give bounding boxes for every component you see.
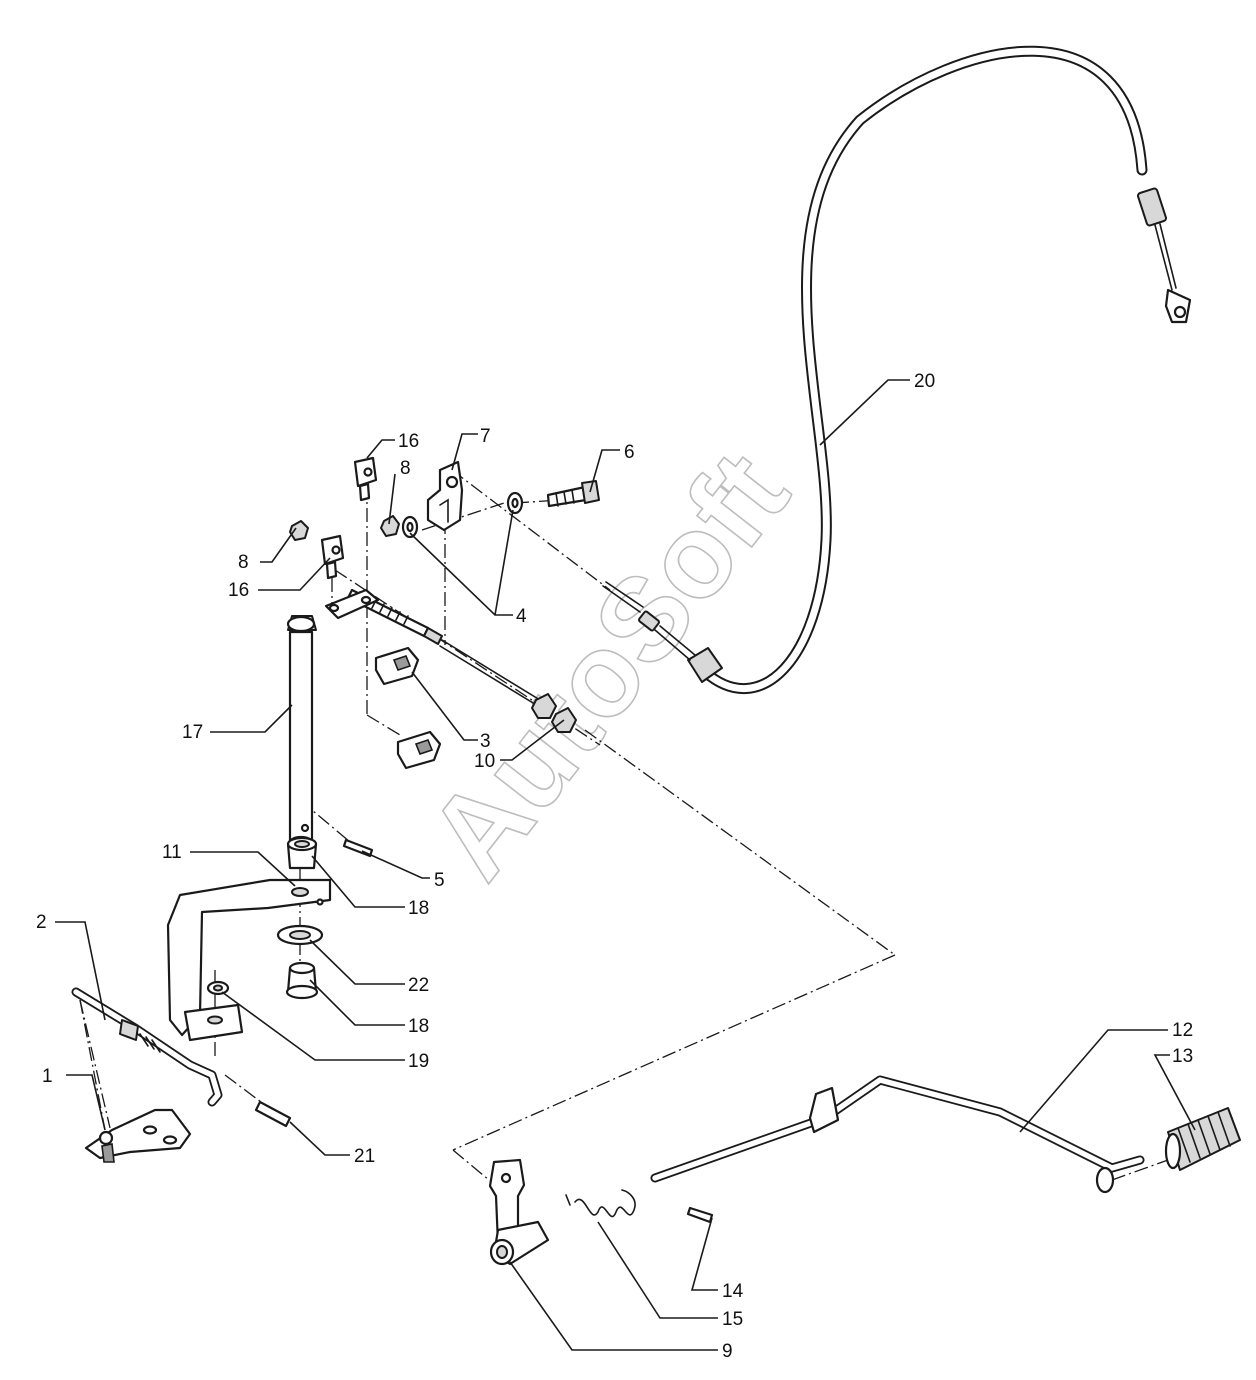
callout-15: 15 (722, 1309, 743, 1330)
callout-13: 13 (1172, 1046, 1193, 1067)
callout-16-upper: 16 (398, 431, 419, 452)
spring-15 (565, 1189, 636, 1218)
clip-3-upper (374, 646, 420, 686)
callout-19: 19 (408, 1051, 429, 1072)
linkage-rod-2 (71, 987, 223, 1107)
callout-1: 1 (42, 1066, 53, 1087)
pedal-arm-12 (650, 1075, 1145, 1194)
callout-7: 7 (480, 426, 491, 447)
pedal-pad-13 (1164, 1107, 1241, 1171)
callout-12: 12 (1172, 1020, 1193, 1041)
callout-8-lower: 8 (238, 552, 249, 573)
callout-2: 2 (36, 912, 47, 933)
callout-21: 21 (354, 1146, 375, 1167)
callout-17: 17 (182, 722, 203, 743)
lever-bracket-11 (166, 878, 332, 1042)
clevis-bracket-9 (488, 1158, 550, 1266)
callout-11: 11 (162, 842, 182, 863)
callout-16-lower: 16 (228, 580, 249, 601)
callout-18-upper: 18 (408, 898, 429, 919)
callout-6: 6 (624, 442, 635, 463)
callout-10: 10 (474, 751, 495, 772)
washers-4 (401, 491, 524, 539)
bushing-18-lower (285, 961, 319, 1000)
cotter-pin-21 (254, 1100, 292, 1128)
callout-9: 9 (722, 1341, 733, 1362)
callout-3: 3 (480, 731, 491, 752)
washer-22 (276, 924, 324, 946)
callout-5: 5 (434, 870, 445, 891)
callout-leaders (55, 379, 1196, 1351)
callout-14: 14 (722, 1281, 744, 1302)
pin-14 (686, 1206, 714, 1224)
cable-assembly-20 (602, 45, 1192, 695)
washer-19 (206, 980, 230, 996)
nut-8-upper (380, 515, 400, 537)
bracket-7 (426, 460, 464, 532)
clip-3-lower (396, 730, 442, 770)
callout-18-lower: 18 (408, 1016, 429, 1037)
watermark-text: AutoSoft (403, 429, 814, 903)
bushing-18-upper (286, 836, 318, 870)
callout-8-upper: 8 (400, 458, 411, 479)
callout-4: 4 (516, 606, 527, 627)
ball-joint-bracket-1 (84, 1108, 192, 1163)
nut-8-lower (289, 520, 309, 541)
clevis-16-upper (353, 456, 378, 502)
shaft-17 (286, 588, 380, 849)
callout-labels: 1 2 3 4 5 6 7 8 8 9 10 11 12 13 14 15 16… (36, 371, 1193, 1362)
callout-20: 20 (914, 371, 935, 392)
clevis-16-lower (320, 534, 345, 580)
callout-22: 22 (408, 975, 429, 996)
